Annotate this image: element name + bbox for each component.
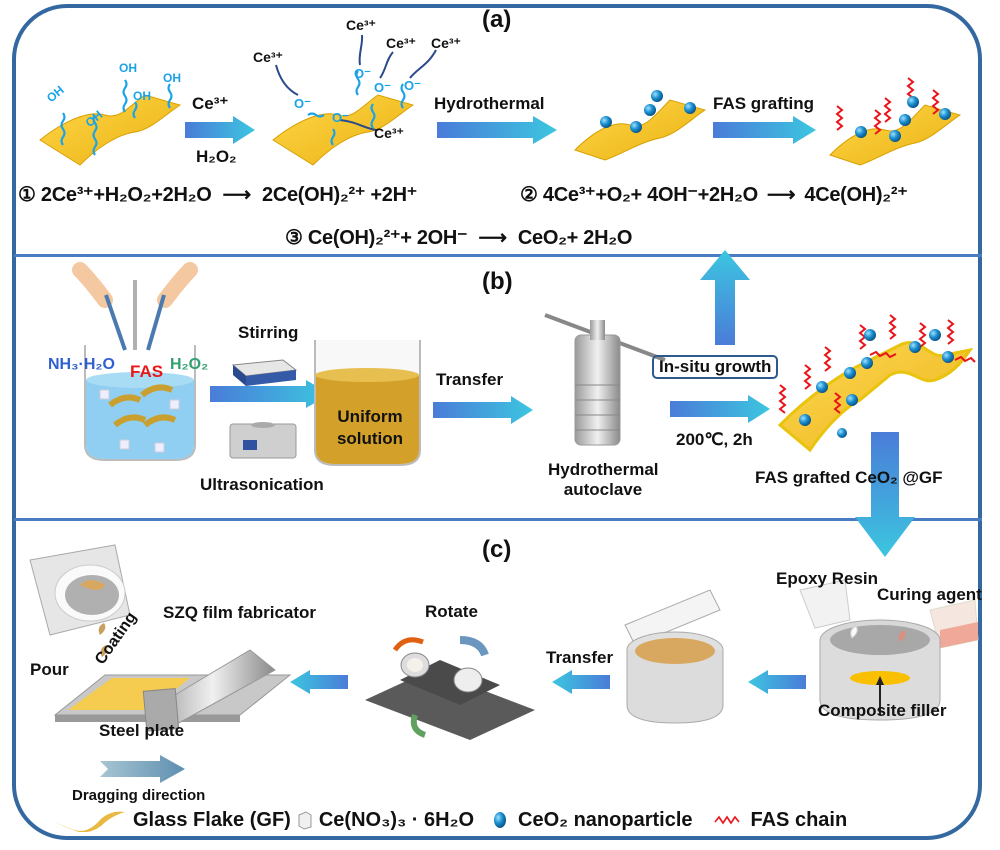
glass-flake-fas-ceo2: [829, 77, 962, 166]
curing-agent-label: Curing agent: [877, 585, 982, 604]
dragging-direction-arrow-icon: [100, 755, 185, 783]
legend: Glass Flake (GF) Ce(NO₃)₃ · 6H₂O CeO₂ na…: [52, 808, 847, 832]
ceo2-nanoparticles: [600, 90, 696, 133]
epoxy-resin-label: Epoxy Resin: [776, 569, 879, 588]
hydrothermal-autoclave-icon: [544, 313, 666, 446]
in-situ-growth-label: In-situ growth: [652, 355, 779, 379]
equation-rhs: 4Ce(OH)₂²⁺: [804, 184, 908, 206]
outer-frame: [12, 4, 982, 840]
panel-divider-bc: [14, 518, 982, 521]
hydrothermal-label: Hydrothermal: [434, 94, 545, 113]
equation-rhs: 2Ce(OH)₂²⁺ +2H⁺: [262, 184, 417, 206]
arrow-right-icon: [713, 116, 816, 144]
o-minus-label: O⁻: [332, 110, 349, 125]
rotating-mixer-icon: [365, 636, 535, 740]
panel-a-label: (a): [482, 6, 512, 33]
arrow-right-icon: [433, 396, 533, 424]
equation-lhs: 2Ce³⁺+H₂O₂+2H₂O: [40, 184, 212, 206]
rotate-label: Rotate: [425, 602, 478, 621]
container-with-lid-icon: [624, 589, 724, 724]
ultrasonication-label: Ultrasonication: [200, 475, 324, 494]
equation-rhs: CeO₂+ 2H₂O: [517, 227, 633, 249]
o-minus-label: O⁻: [404, 78, 421, 93]
uniform-solution-beaker: [314, 340, 421, 466]
pour-label: Pour: [30, 660, 69, 679]
equation-1: ① 2Ce³⁺+H₂O₂+2H₂O ⟶ 2Ce(OH)₂²⁺ +2H⁺: [18, 182, 417, 207]
uniform-solution-label: Uniform solution: [336, 407, 404, 448]
cerium-nitrate-cube-icon: [298, 811, 312, 830]
pouring-container-icon: [29, 544, 131, 657]
equation-lhs: 4Ce³⁺+O₂+ 4OH⁻+2H₂O: [542, 184, 758, 206]
fas-grafting-label: FAS grafting: [713, 94, 815, 113]
o-minus-label: O⁻: [374, 80, 391, 95]
mixing-cup-icon: [799, 579, 979, 721]
transfer-label-c: Transfer: [546, 648, 614, 667]
h2o2-label: H₂O₂: [170, 356, 209, 373]
stirring-label: Stirring: [238, 323, 299, 342]
equation-number: ③: [285, 227, 303, 249]
arrow-left-icon: [290, 670, 348, 694]
reagent-h2o2: H₂O₂: [196, 147, 237, 166]
legend-glass-flake: Glass Flake (GF): [133, 808, 291, 831]
reaction-arrow-icon: ⟶: [766, 184, 796, 206]
ce3-label: Ce³⁺: [431, 35, 461, 51]
arrow-right-icon: [210, 380, 330, 408]
fas-grafted-ceo2-gf: [777, 314, 976, 453]
magnetic-stirrer-icon: [231, 359, 298, 386]
oh-label: OH: [119, 61, 137, 75]
reaction-arrow-icon: ⟶: [478, 227, 507, 249]
oh-label: OH: [163, 71, 181, 85]
steel-plate-coater-icon: [53, 649, 292, 732]
ultrasonic-bath-icon: [229, 422, 297, 459]
steel-plate-label: Steel plate: [99, 721, 185, 740]
oh-label: OH: [133, 89, 151, 103]
panel-divider-ab: [14, 254, 982, 257]
ceo2-nanoparticle-icon: [494, 812, 507, 828]
legend-ceo2: CeO₂ nanoparticle: [518, 808, 693, 831]
o-minus-label: O⁻: [294, 96, 311, 111]
arrow-right-icon: [437, 116, 557, 144]
reaction-arrow-icon: ⟶: [222, 184, 252, 206]
fas-chain-icon: [713, 815, 740, 825]
panel-c-label: (c): [482, 536, 512, 563]
ce3-label: Ce³⁺: [386, 35, 416, 51]
transfer-label-b: Transfer: [436, 370, 504, 389]
glass-flake-ceo2: [574, 90, 707, 161]
ammonia-label: NH₃·H₂O: [48, 356, 115, 373]
equation-2: ② 4Ce³⁺+O₂+ 4OH⁻+2H₂O ⟶ 4Ce(OH)₂²⁺: [520, 182, 908, 207]
equation-number: ①: [18, 184, 36, 206]
product-label: FAS grafted CeO₂ @GF: [755, 468, 943, 487]
arrow-left-icon: [552, 670, 610, 694]
legend-fas-chain: FAS chain: [750, 808, 848, 831]
conditions-label: 200℃, 2h: [676, 430, 753, 449]
reaction-beaker: [72, 262, 198, 461]
legend-cerium-nitrate: Ce(NO₃)₃ · 6H₂O: [318, 808, 475, 831]
glass-flake-oh: OH OH OH OH OH: [39, 61, 182, 166]
oh-label: OH: [44, 83, 67, 105]
dragging-direction-label: Dragging direction: [72, 787, 206, 804]
arrow-up-icon: [700, 250, 750, 345]
o-minus-label: O⁻: [354, 66, 371, 81]
szq-label: SZQ film fabricator: [163, 603, 317, 622]
autoclave-label: Hydrothermal autoclave: [548, 460, 659, 499]
arrow-left-icon: [748, 670, 806, 694]
arrow-right-icon: [185, 116, 255, 144]
panel-b-label: (b): [482, 268, 513, 295]
glass-flake-icon: [54, 811, 125, 832]
ce3-label: Ce³⁺: [346, 17, 376, 33]
equation-3: ③ Ce(OH)₂²⁺+ 2OH⁻ ⟶ CeO₂+ 2H₂O: [285, 225, 632, 250]
arrow-right-icon: [670, 395, 770, 423]
glass-flake-ce-adsorbed: O⁻ O⁻ O⁻ O⁻ O⁻ Ce³⁺ Ce³⁺ Ce³⁺ Ce³⁺ Ce³⁺: [253, 17, 461, 166]
equation-lhs: Ce(OH)₂²⁺+ 2OH⁻: [307, 227, 468, 249]
reagent-ce3: Ce³⁺: [192, 94, 229, 113]
arrow-down-icon: [855, 432, 915, 557]
equation-number: ②: [520, 184, 538, 206]
fas-label: FAS: [130, 362, 164, 381]
ce3-label: Ce³⁺: [374, 125, 404, 141]
composite-filler-label: Composite filler: [818, 701, 947, 720]
ce3-label: Ce³⁺: [253, 49, 283, 65]
